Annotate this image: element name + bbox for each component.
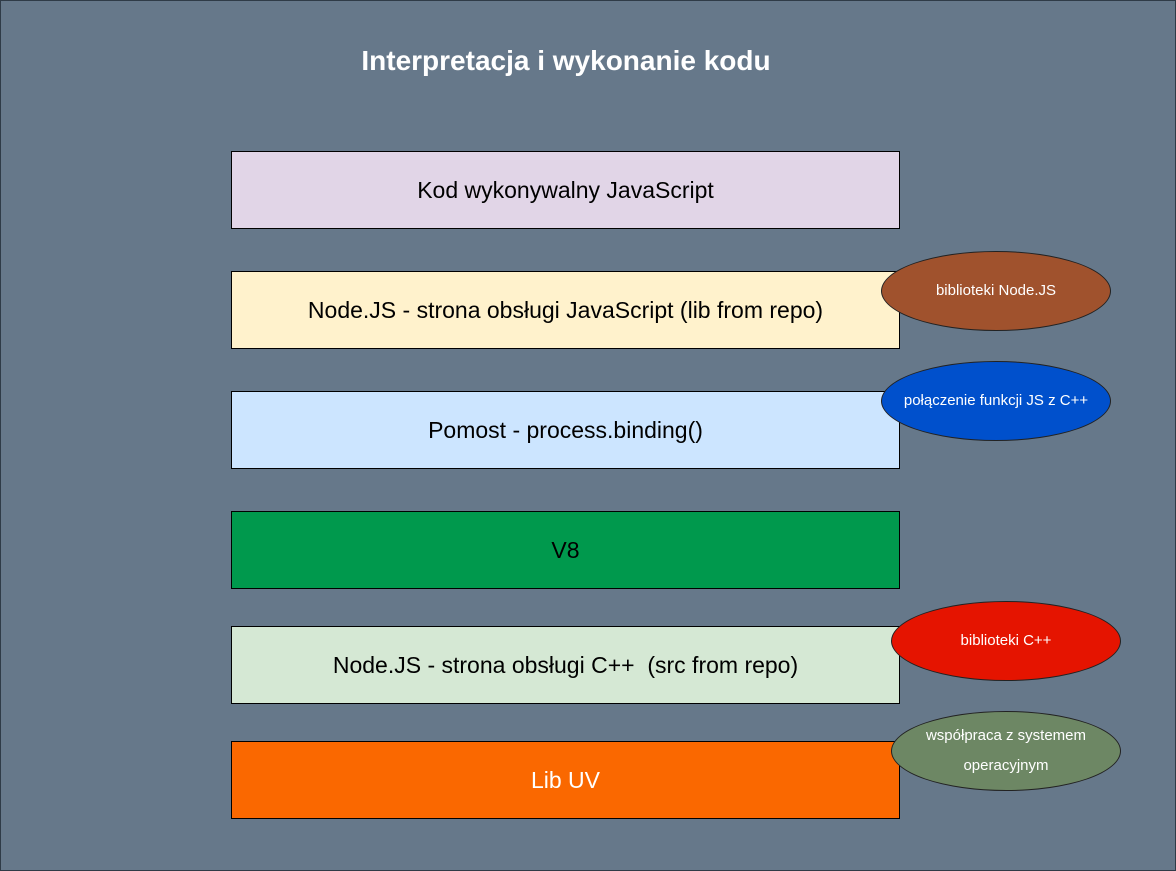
layer-libuv: Lib UV xyxy=(231,741,900,819)
layer-v8: V8 xyxy=(231,511,900,589)
layer-javascript-code: Kod wykonywalny JavaScript xyxy=(231,151,900,229)
diagram-title: Interpretacja i wykonanie kodu xyxy=(361,45,771,76)
layer-label: Lib UV xyxy=(530,766,601,793)
layer-label: Node.JS - strona obsługi JavaScript (lib… xyxy=(307,296,824,323)
note-cpp-libraries: biblioteki C++ xyxy=(891,601,1121,681)
note-label: biblioteki Node.JS xyxy=(935,282,1057,299)
layer-label: V8 xyxy=(551,536,580,563)
note-label: biblioteki C++ xyxy=(960,632,1052,649)
note-label: współpraca z systemem operacyjnym xyxy=(925,727,1087,774)
note-os-cooperation: współpraca z systemem operacyjnym xyxy=(891,711,1121,791)
layer-label: Node.JS - strona obsługi C++ (src from r… xyxy=(332,651,799,678)
layer-label: Pomost - process.binding() xyxy=(428,416,703,443)
layer-label: Kod wykonywalny JavaScript xyxy=(417,176,714,203)
layer-nodejs-cpp-side: Node.JS - strona obsługi C++ (src from r… xyxy=(231,626,900,704)
layer-nodejs-js-side: Node.JS - strona obsługi JavaScript (lib… xyxy=(231,271,900,349)
note-label: połączenie funkcji JS z C++ xyxy=(903,392,1089,409)
note-js-cpp-binding: połączenie funkcji JS z C++ xyxy=(881,361,1111,441)
layer-bridge: Pomost - process.binding() xyxy=(231,391,900,469)
note-nodejs-libraries: biblioteki Node.JS xyxy=(881,251,1111,331)
